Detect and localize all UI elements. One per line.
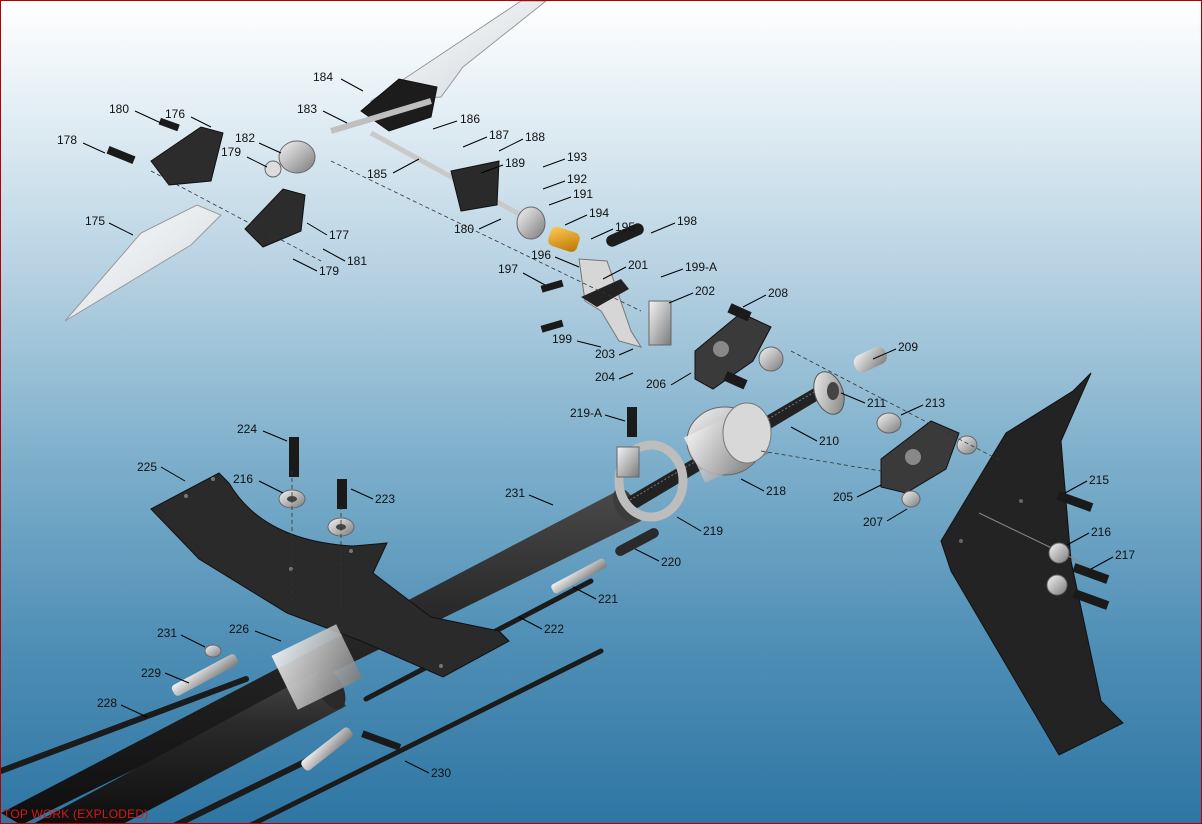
callout-216a: 216 [233, 472, 253, 486]
callout-208: 208 [768, 286, 788, 300]
callout-193: 193 [567, 150, 587, 164]
boom-clamp [614, 440, 688, 522]
callout-192: 192 [567, 172, 587, 186]
callout-179b: 179 [319, 264, 339, 278]
callout-219: 219 [703, 524, 723, 538]
callout-211: 211 [867, 396, 886, 410]
callout-213: 213 [925, 396, 945, 410]
callout-199: 199 [552, 332, 572, 346]
callout-186: 186 [460, 112, 480, 126]
stabilizer-plate [150, 472, 510, 678]
callout-184: 184 [313, 70, 333, 84]
callout-220: 220 [661, 555, 681, 569]
tail-pulley [813, 371, 845, 415]
callout-201: 201 [628, 258, 648, 272]
callout-189: 189 [505, 156, 525, 170]
callout-230: 230 [431, 766, 451, 780]
callout-226: 226 [229, 622, 249, 636]
callout-222: 222 [544, 622, 564, 636]
callout-216b: 216 [1091, 525, 1111, 539]
callout-182: 182 [235, 131, 255, 145]
rotor-head [64, 1, 672, 348]
callout-228: 228 [97, 696, 117, 710]
callout-196: 196 [531, 248, 551, 262]
callout-231a: 231 [505, 486, 525, 500]
callout-198: 198 [677, 214, 697, 228]
callout-195: 195 [615, 220, 635, 234]
callout-179a: 179 [221, 145, 241, 159]
tail-gear-housing [684, 402, 772, 483]
callout-206: 206 [646, 377, 666, 391]
callout-215: 215 [1089, 473, 1109, 487]
fasteners [106, 117, 1110, 751]
callout-181: 181 [347, 254, 367, 268]
callout-194: 194 [589, 206, 609, 220]
callout-225: 225 [137, 460, 157, 474]
pushrod-ends [171, 528, 659, 771]
callout-221: 221 [598, 592, 618, 606]
callout-229: 229 [141, 666, 161, 680]
callout-209: 209 [898, 340, 918, 354]
callout-204: 204 [595, 370, 615, 384]
callout-223: 223 [375, 492, 395, 506]
callout-183: 183 [297, 102, 317, 116]
callout-175: 175 [85, 214, 105, 228]
assembly-guides [150, 160, 1002, 611]
vertical-fin [940, 372, 1124, 756]
callout-217: 217 [1115, 548, 1135, 562]
callout-203: 203 [595, 347, 615, 361]
callout-176: 176 [165, 107, 185, 121]
callouts: 184 183 180 176 178 182 179 186 187 188 … [57, 70, 1135, 780]
callout-177: 177 [329, 228, 349, 242]
callout-185: 185 [367, 167, 387, 181]
callout-197: 197 [498, 262, 518, 276]
callout-191: 191 [573, 187, 593, 201]
callout-224: 224 [237, 422, 257, 436]
view-title-footer: TOP WORK (EXPLODED) [3, 807, 149, 821]
callout-205: 205 [833, 490, 853, 504]
callout-178: 178 [57, 133, 77, 147]
callout-187: 187 [489, 128, 509, 142]
callout-207: 207 [863, 515, 883, 529]
callout-180a: 180 [109, 102, 129, 116]
callout-199a: 199-A [685, 260, 717, 274]
callout-218: 218 [766, 484, 786, 498]
callout-202: 202 [695, 284, 715, 298]
callout-219a: 219-A [570, 406, 602, 420]
callout-188: 188 [525, 130, 545, 144]
callout-180b: 180 [454, 222, 474, 236]
callout-231b: 231 [157, 626, 177, 640]
callout-210: 210 [819, 434, 839, 448]
